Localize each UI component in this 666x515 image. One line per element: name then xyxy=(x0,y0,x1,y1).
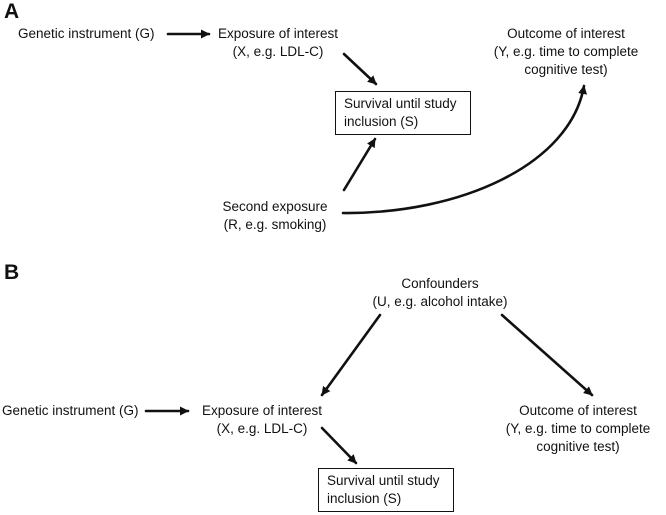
node-a-exposure-line-2: (X, e.g. LDL-C) xyxy=(232,44,324,59)
node-a-survival-box: Survival until study inclusion (S) xyxy=(335,91,471,135)
node-b-genetic-instrument: Genetic instrument (G) xyxy=(2,402,139,420)
node-b-outcome-line-1: Outcome of interest xyxy=(519,403,637,418)
node-b-exposure-line-1: Exposure of interest xyxy=(201,403,323,418)
node-a-survival-line-1: Survival until study xyxy=(344,96,457,111)
edge-b-u-to-x xyxy=(320,313,382,397)
node-a-second-exposure-line-1: Second exposure xyxy=(222,199,328,214)
node-a-exposure: Exposure of interest (X, e.g. LDL-C) xyxy=(218,25,338,61)
node-a-outcome-line-1: Outcome of interest xyxy=(507,26,625,41)
node-a-outcome: Outcome of interest (Y, e.g. time to com… xyxy=(494,25,639,79)
edge-a-r-to-s xyxy=(342,137,377,192)
node-b-genetic-instrument-line-1: Genetic instrument (G) xyxy=(2,403,139,418)
node-b-outcome: Outcome of interest (Y, e.g. time to com… xyxy=(506,402,651,456)
node-b-confounders: Confounders (U, e.g. alcohol intake) xyxy=(372,275,507,311)
node-a-outcome-line-3: cognitive test) xyxy=(524,62,608,77)
node-b-confounders-line-1: Confounders xyxy=(401,276,479,291)
node-a-outcome-line-2: (Y, e.g. time to complete xyxy=(493,44,639,59)
node-b-survival-line-1: Survival until study xyxy=(327,473,440,488)
node-a-second-exposure: Second exposure (R, e.g. smoking) xyxy=(222,198,327,234)
node-b-survival-box: Survival until study inclusion (S) xyxy=(318,468,454,512)
node-b-outcome-line-2: (Y, e.g. time to complete xyxy=(505,421,651,436)
node-b-exposure: Exposure of interest (X, e.g. LDL-C) xyxy=(202,402,322,438)
node-a-genetic-instrument: Genetic instrument (G) xyxy=(18,25,155,43)
panel-label-a: A xyxy=(4,0,20,23)
edge-a-x-to-s xyxy=(342,52,378,86)
node-a-survival-line-2: inclusion (S) xyxy=(344,114,419,129)
edge-b-x-to-s xyxy=(320,426,358,465)
edge-b-u-to-y xyxy=(500,313,594,397)
node-b-confounders-line-2: (U, e.g. alcohol intake) xyxy=(372,294,508,309)
node-a-second-exposure-line-2: (R, e.g. smoking) xyxy=(223,217,327,232)
edge-a-r-to-y xyxy=(341,84,588,215)
node-b-survival-line-2: inclusion (S) xyxy=(327,491,402,506)
node-a-genetic-instrument-line-1: Genetic instrument (G) xyxy=(18,26,155,41)
panel-label-b: B xyxy=(4,261,20,284)
node-a-exposure-line-1: Exposure of interest xyxy=(217,26,339,41)
node-b-exposure-line-2: (X, e.g. LDL-C) xyxy=(216,421,308,436)
node-b-outcome-line-3: cognitive test) xyxy=(536,439,620,454)
